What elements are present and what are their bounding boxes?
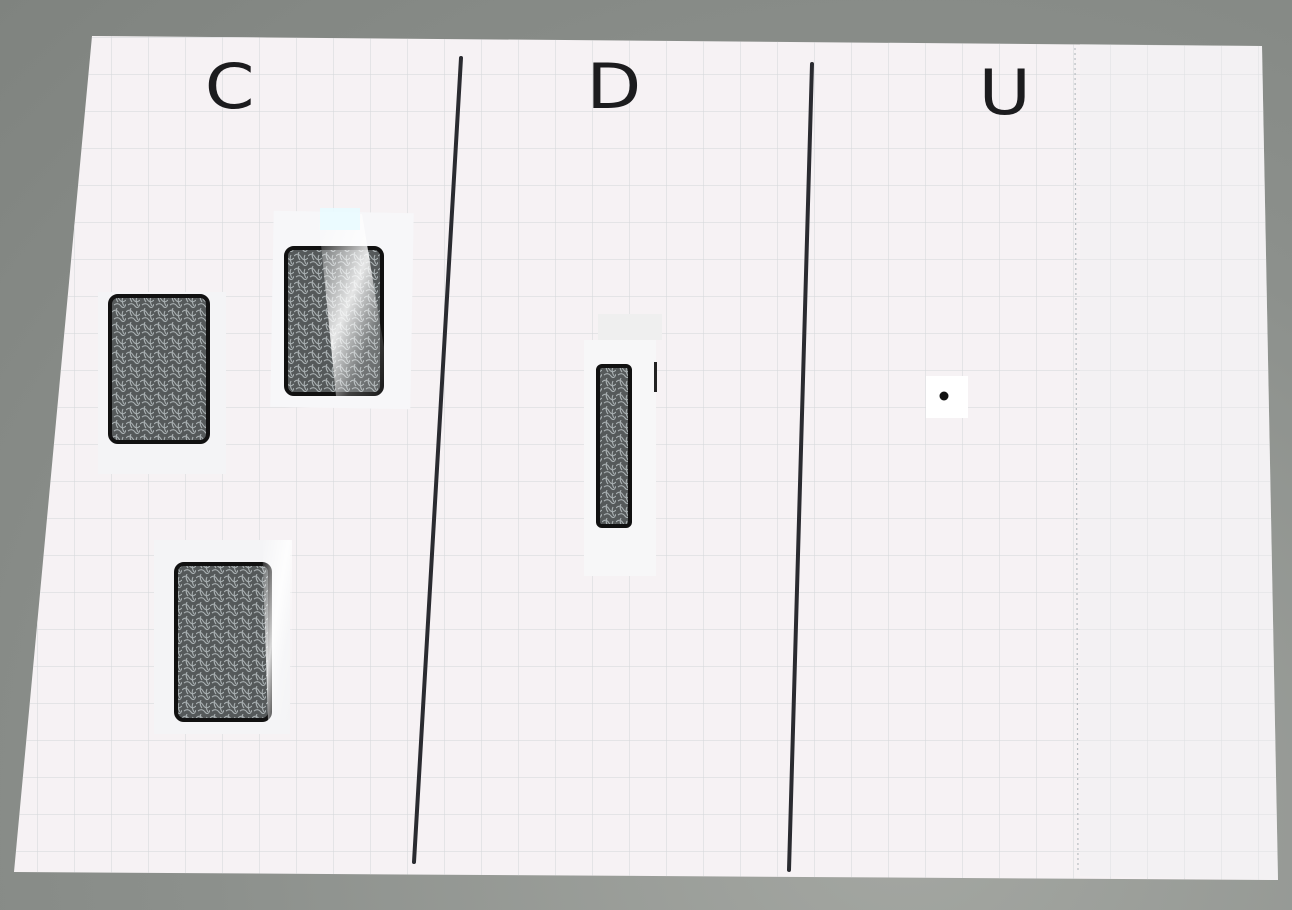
card-u1 [926,376,968,418]
card-c3 [154,540,292,734]
card-c2 [270,208,413,409]
column-heading-d: D [586,56,641,118]
column-heading-u: U [979,62,1031,124]
column-heading-c: C [205,56,255,118]
card-c1 [98,292,226,474]
card-d1 [584,314,662,576]
